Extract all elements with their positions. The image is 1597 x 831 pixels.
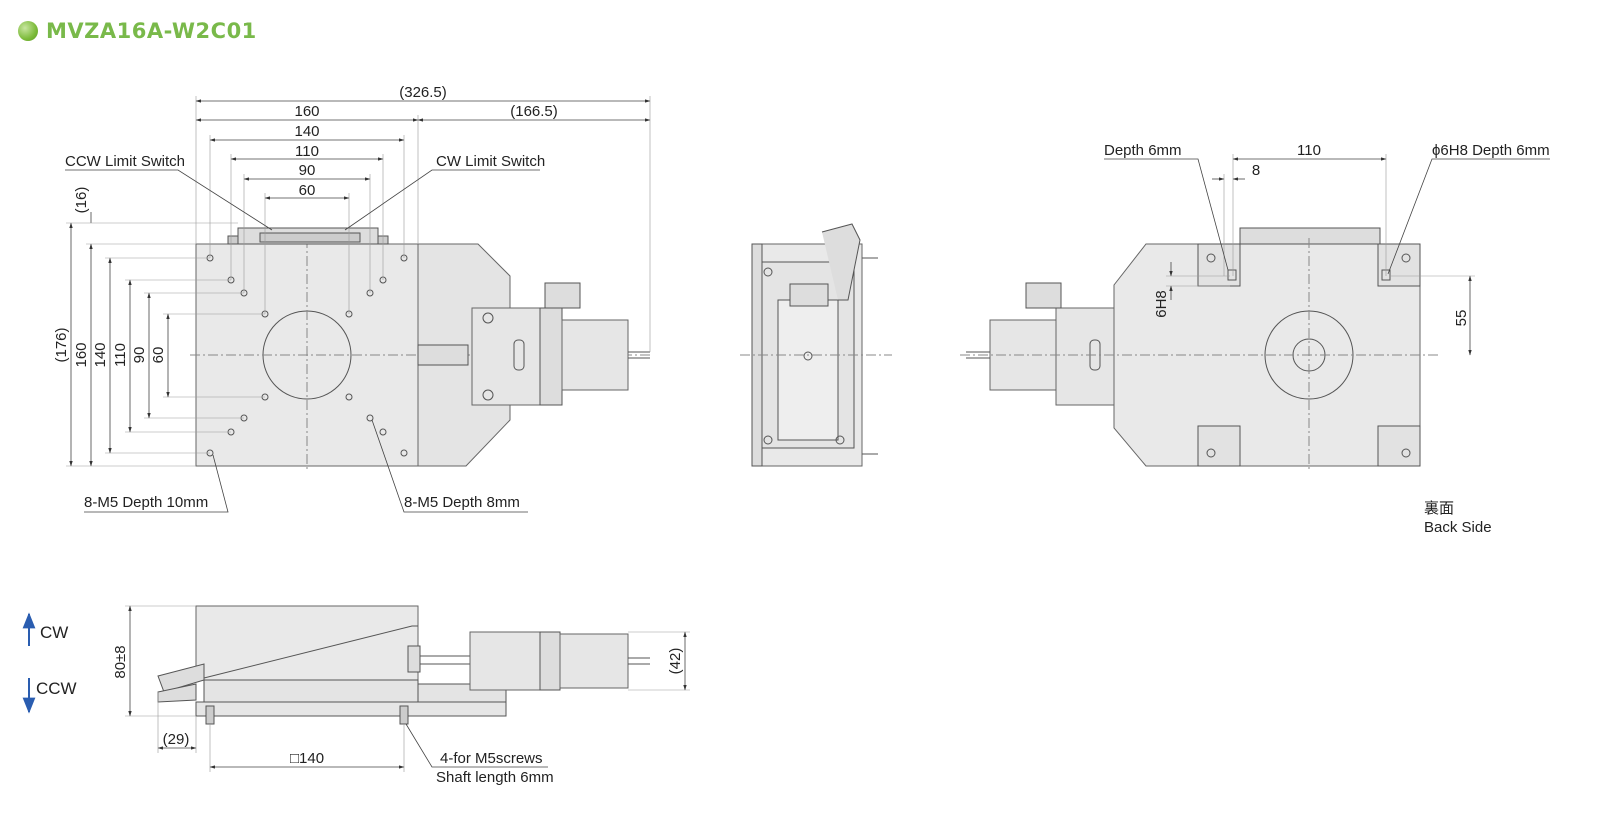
cw-limit-switch-label: CW Limit Switch	[436, 153, 545, 170]
cw-label: CW	[40, 623, 68, 642]
ccw-limit-switch-label: CCW Limit Switch	[65, 153, 185, 170]
side-dimensions	[125, 605, 690, 772]
side-view	[157, 605, 650, 725]
title-row: MVZA16A-W2C01	[18, 16, 257, 46]
back-view	[960, 227, 1440, 470]
dim-140-h: 140	[294, 123, 319, 140]
front-view	[740, 223, 892, 467]
dim-6h8-back: 6H8	[1153, 290, 1170, 318]
dim-90-v: 90	[131, 347, 148, 364]
back-dimensions	[1104, 154, 1550, 356]
screws-label-1: 4-for M5screws	[440, 750, 543, 767]
mount-holes	[206, 254, 408, 457]
depth-6mm-label: Depth 6mm	[1104, 142, 1182, 159]
dim-29: (29)	[163, 731, 190, 748]
dim-42: (42)	[667, 648, 684, 675]
dim-110-v: 110	[112, 343, 129, 367]
holes-10mm-label: 8-M5 Depth 10mm	[84, 494, 208, 511]
dim-110-back: 110	[1297, 142, 1321, 159]
screws-label-2: Shaft length 6mm	[436, 769, 554, 786]
back-side-caption-en: Back Side	[1424, 519, 1492, 536]
dim-60-v: 60	[150, 347, 167, 364]
dim-90-h: 90	[299, 162, 316, 179]
dim-166-5: (166.5)	[510, 103, 558, 120]
title-bullet-icon	[18, 21, 38, 41]
dim-160-v: 160	[73, 342, 90, 367]
top-view-labels: (326.5) 160 (166.5) 140 110 90 60 CCW Li…	[53, 84, 558, 511]
top-view	[190, 227, 650, 470]
db9-connector	[789, 283, 829, 307]
dim-160-h: 160	[294, 103, 319, 120]
dim-176-v: (176)	[53, 327, 70, 362]
dim-60-h: 60	[299, 182, 316, 199]
dim-326-5: (326.5)	[399, 84, 447, 101]
top-dimensions	[65, 96, 651, 513]
connector	[544, 282, 581, 309]
dim-140-v: 140	[92, 342, 109, 367]
side-view-labels: CW CCW 80±8 (29) □140 (42) 4-for M5screw…	[36, 623, 684, 786]
dim-110-h: 110	[295, 143, 319, 160]
drawing-title: MVZA16A-W2C01	[46, 19, 257, 43]
motor	[561, 319, 629, 391]
dim-140-square: □140	[290, 750, 324, 767]
dim-80-height: 80±8	[112, 645, 129, 678]
ccw-label: CCW	[36, 679, 77, 698]
holes-8mm-label: 8-M5 Depth 8mm	[404, 494, 520, 511]
back-side-caption-jp: 裏面	[1424, 499, 1454, 517]
back-view-labels: Depth 6mm ϕ6H8 Depth 6mm 110 8 6H8 55 裏面…	[1104, 142, 1550, 536]
dim-16-v: (16)	[73, 187, 90, 214]
hole-6h8-label: ϕ6H8 Depth 6mm	[1432, 142, 1550, 159]
dim-55-back: 55	[1453, 310, 1470, 327]
dim-8-back: 8	[1252, 162, 1260, 179]
